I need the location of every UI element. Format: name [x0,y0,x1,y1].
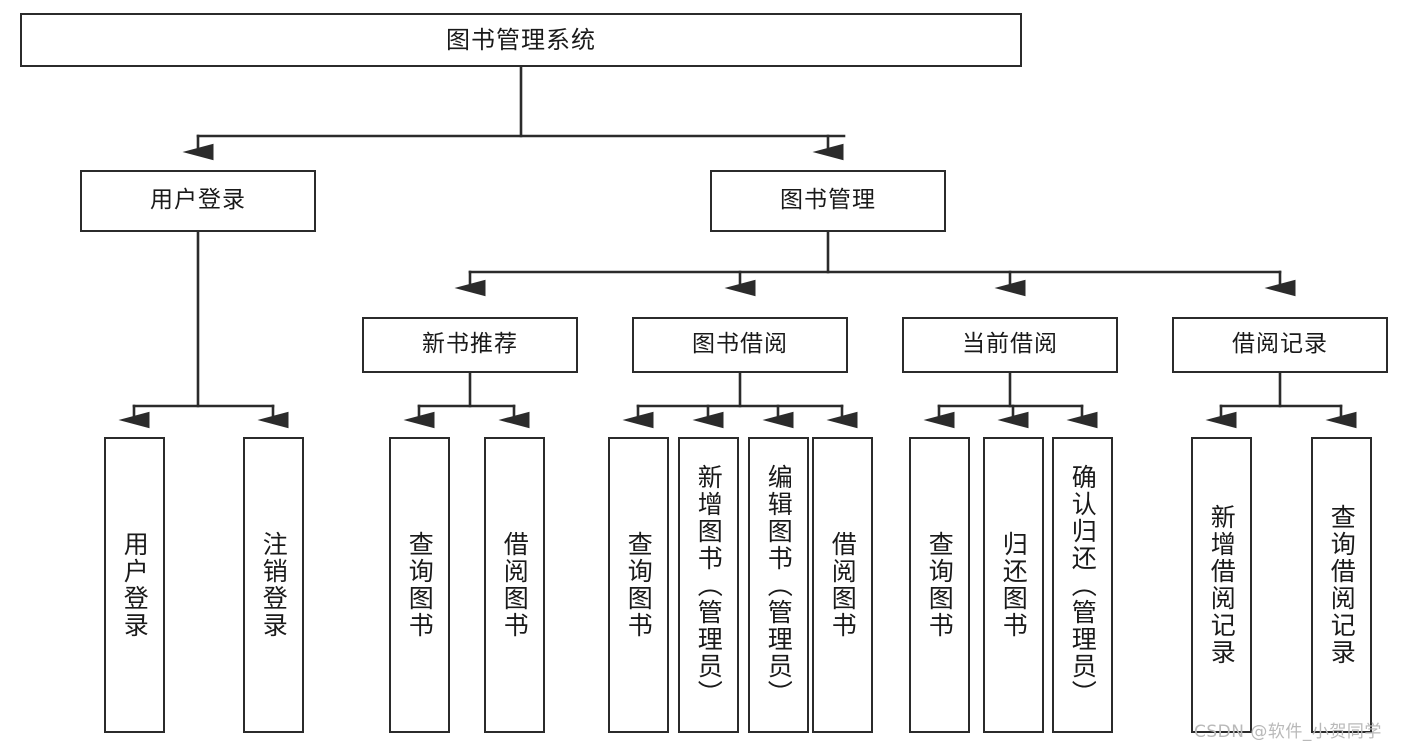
node-leaf-logout-login-label: 注销登录 [259,531,289,639]
node-borrow-record[interactable]: 借阅记录 [1172,317,1388,373]
node-leaf-query-book-1[interactable]: 查询图书 [389,437,450,733]
node-user-login-label: 用户登录 [150,187,246,214]
node-leaf-borrow-book-2-label: 借阅图书 [828,531,858,639]
node-leaf-confirm-return-admin[interactable]: 确认归还（管理员） [1052,437,1113,733]
node-leaf-add-book-admin[interactable]: 新增图书（管理员） [678,437,739,733]
node-leaf-query-book-3[interactable]: 查询图书 [909,437,970,733]
node-book-manage[interactable]: 图书管理 [710,170,946,232]
node-leaf-return-book[interactable]: 归还图书 [983,437,1044,733]
node-leaf-query-book-2-label: 查询图书 [624,531,654,639]
csdn-watermark: CSDN @软件_小贺同学 [1194,722,1382,742]
node-leaf-borrow-book-1-label: 借阅图书 [500,531,530,639]
node-leaf-confirm-return-admin-label: 确认归还（管理员） [1068,463,1098,707]
node-leaf-query-book-2[interactable]: 查询图书 [608,437,669,733]
node-leaf-query-book-1-label: 查询图书 [405,531,435,639]
node-root-label: 图书管理系统 [446,25,596,54]
node-leaf-borrow-book-2[interactable]: 借阅图书 [812,437,873,733]
node-current-borrow-label: 当前借阅 [962,331,1058,358]
node-leaf-add-borrow-record-label: 新增借阅记录 [1207,504,1237,666]
node-book-manage-label: 图书管理 [780,187,876,214]
node-leaf-query-borrow-record[interactable]: 查询借阅记录 [1311,437,1372,733]
node-current-borrow[interactable]: 当前借阅 [902,317,1118,373]
node-book-borrow-label: 图书借阅 [692,331,788,358]
node-leaf-borrow-book-1[interactable]: 借阅图书 [484,437,545,733]
node-leaf-return-book-label: 归还图书 [999,531,1029,639]
node-new-book-rec-label: 新书推荐 [422,331,518,358]
node-leaf-query-book-3-label: 查询图书 [925,531,955,639]
node-leaf-user-login[interactable]: 用户登录 [104,437,165,733]
node-leaf-add-book-admin-label: 新增图书（管理员） [694,463,724,707]
node-leaf-logout-login[interactable]: 注销登录 [243,437,304,733]
node-leaf-add-borrow-record[interactable]: 新增借阅记录 [1191,437,1252,733]
node-leaf-edit-book-admin[interactable]: 编辑图书（管理员） [748,437,809,733]
node-borrow-record-label: 借阅记录 [1232,331,1328,358]
node-root[interactable]: 图书管理系统 [20,13,1022,67]
node-leaf-user-login-label: 用户登录 [120,531,150,639]
node-book-borrow[interactable]: 图书借阅 [632,317,848,373]
node-new-book-rec[interactable]: 新书推荐 [362,317,578,373]
node-leaf-query-borrow-record-label: 查询借阅记录 [1327,504,1357,666]
node-leaf-edit-book-admin-label: 编辑图书（管理员） [764,463,794,707]
node-user-login[interactable]: 用户登录 [80,170,316,232]
